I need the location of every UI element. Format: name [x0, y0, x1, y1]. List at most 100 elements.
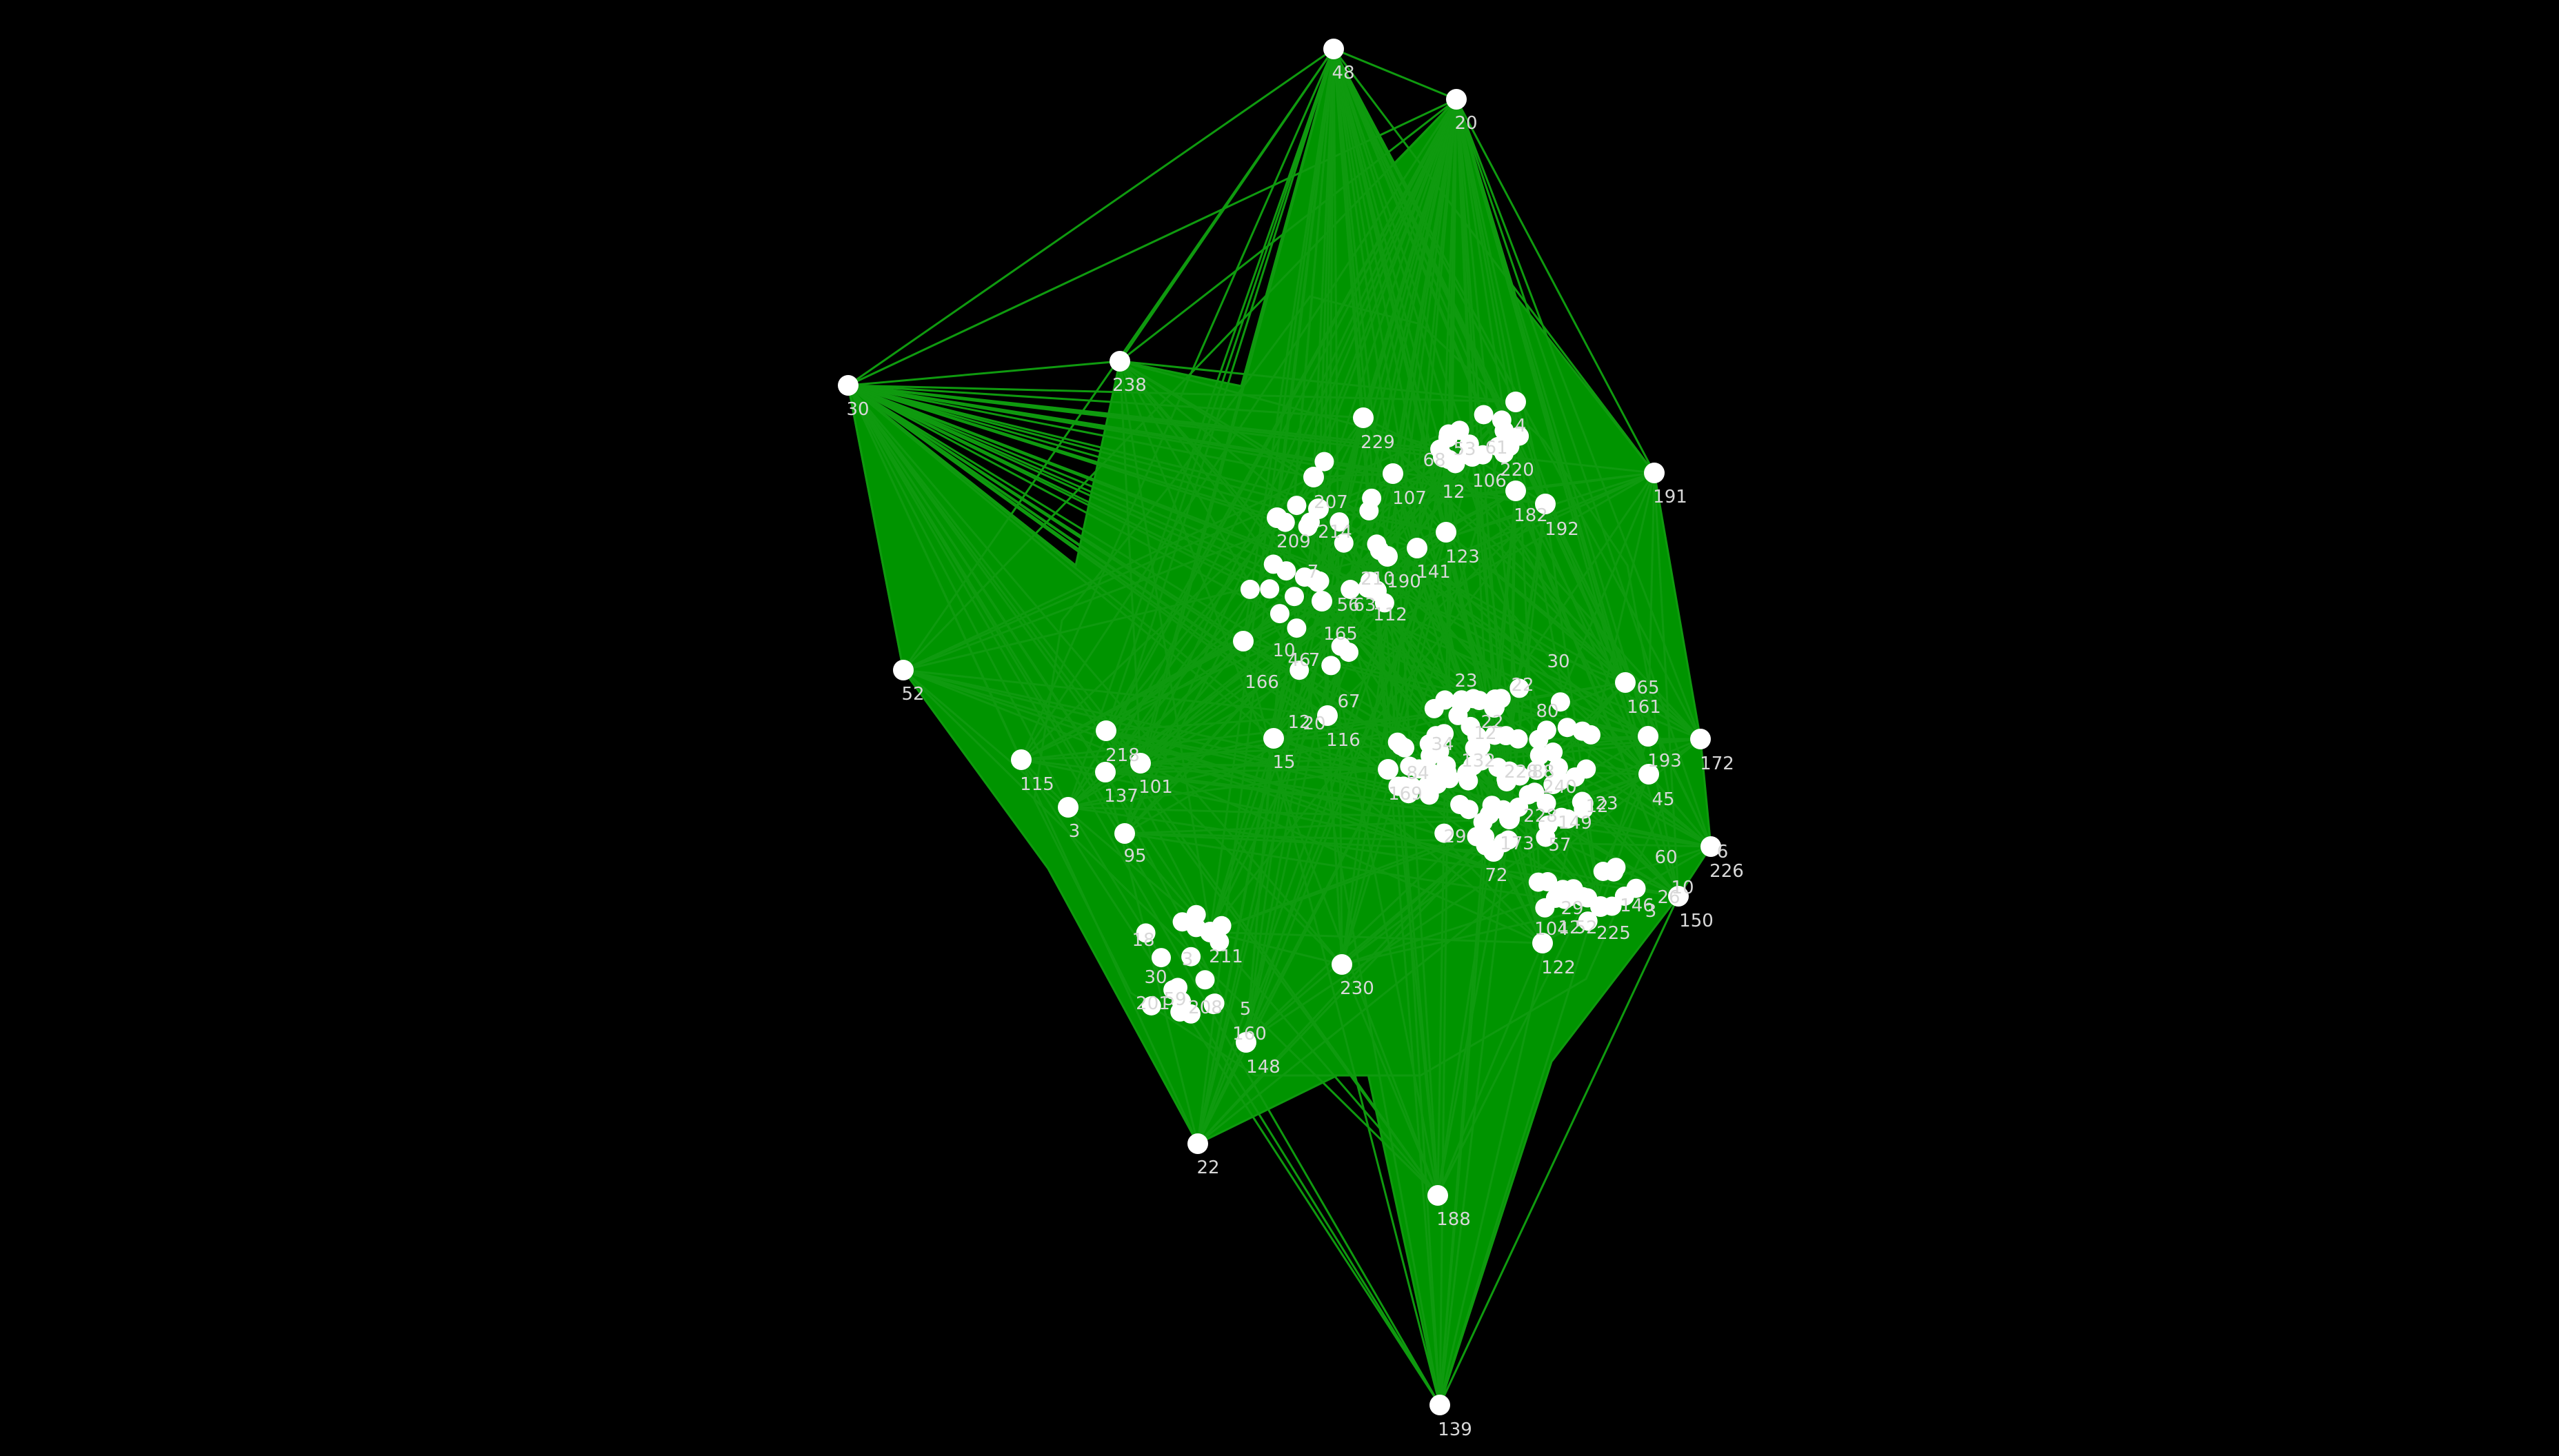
cluster-node-137[interactable]: [1203, 993, 1223, 1013]
cluster-node-121[interactable]: [1181, 947, 1201, 967]
cluster-node-92[interactable]: [1287, 496, 1307, 516]
cluster-node-49[interactable]: [1426, 726, 1446, 746]
node-150[interactable]: [1668, 886, 1689, 907]
cluster-node-66[interactable]: [1465, 738, 1485, 758]
cluster-node-105[interactable]: [1321, 656, 1341, 676]
cluster-node-99[interactable]: [1301, 512, 1320, 532]
cluster-node-118[interactable]: [1285, 587, 1304, 607]
cluster-node-127[interactable]: [1141, 996, 1161, 1015]
cluster-node-116[interactable]: [1260, 579, 1280, 599]
cluster-node-67[interactable]: [1458, 771, 1478, 791]
cluster-node-77[interactable]: [1565, 767, 1585, 787]
cluster-node-15[interactable]: [1461, 716, 1481, 736]
cluster-node-88[interactable]: [1387, 732, 1407, 752]
node-122[interactable]: [1532, 933, 1553, 953]
cluster-node-30[interactable]: [1543, 742, 1563, 762]
cluster-node-84[interactable]: [1388, 776, 1408, 796]
node-139[interactable]: [1429, 1395, 1450, 1415]
cluster-node-41[interactable]: [1459, 800, 1478, 820]
cluster-node-134[interactable]: [1210, 932, 1230, 951]
node-230[interactable]: [1332, 954, 1352, 975]
cluster-node-78[interactable]: [1427, 774, 1447, 794]
cluster-node-89[interactable]: [1424, 698, 1444, 718]
cluster-node-82[interactable]: [1448, 705, 1468, 725]
node-207[interactable]: [1303, 467, 1324, 487]
cluster-node-170[interactable]: [1604, 862, 1624, 882]
cluster-node-158[interactable]: [1578, 911, 1598, 931]
cluster-node-147[interactable]: [1474, 405, 1494, 425]
cluster-node-115[interactable]: [1374, 593, 1394, 613]
cluster-node-129[interactable]: [1195, 970, 1215, 990]
cluster-node-62[interactable]: [1543, 775, 1563, 794]
node-166[interactable]: [1233, 631, 1254, 651]
cluster-node-164[interactable]: [1563, 879, 1583, 899]
cluster-node-80[interactable]: [1421, 746, 1441, 766]
cluster-node-131[interactable]: [1136, 923, 1156, 943]
cluster-node-107[interactable]: [1275, 512, 1295, 532]
node-226[interactable]: [1700, 836, 1721, 857]
node-192[interactable]: [1535, 494, 1556, 514]
cluster-node-110[interactable]: [1359, 501, 1379, 520]
cluster-node-136[interactable]: [1170, 1002, 1190, 1022]
cluster-node-109[interactable]: [1287, 618, 1307, 638]
cluster-node-97[interactable]: [1240, 579, 1260, 599]
cluster-node-86[interactable]: [1400, 756, 1420, 776]
cluster-node-75[interactable]: [1510, 766, 1529, 786]
cluster-node-149[interactable]: [1459, 434, 1479, 454]
cluster-node-81[interactable]: [1558, 809, 1578, 829]
cluster-node-148[interactable]: [1430, 439, 1450, 459]
node-101[interactable]: [1130, 753, 1151, 774]
cluster-node-45[interactable]: [1548, 758, 1568, 778]
cluster-node-70[interactable]: [1402, 777, 1421, 796]
cluster-node-113[interactable]: [1270, 604, 1289, 624]
cluster-node-104[interactable]: [1339, 643, 1358, 663]
cluster-node-117[interactable]: [1334, 533, 1354, 553]
cluster-node-133[interactable]: [1168, 978, 1187, 998]
node-238[interactable]: [1110, 351, 1130, 372]
node-48[interactable]: [1323, 39, 1344, 59]
cluster-node-153[interactable]: [1445, 454, 1465, 474]
cluster-node-64[interactable]: [1496, 726, 1516, 746]
cluster-node-52[interactable]: [1527, 760, 1547, 780]
cluster-node-85[interactable]: [1536, 720, 1556, 740]
cluster-node-112[interactable]: [1276, 561, 1296, 581]
node-172[interactable]: [1690, 729, 1711, 749]
cluster-node-87[interactable]: [1509, 678, 1529, 698]
cluster-node-38[interactable]: [1572, 721, 1592, 741]
cluster-node-73[interactable]: [1479, 805, 1499, 825]
node-30[interactable]: [838, 375, 859, 396]
cluster-node-74[interactable]: [1572, 791, 1592, 811]
node-123[interactable]: [1436, 522, 1456, 543]
cluster-node-93[interactable]: [1314, 452, 1334, 472]
cluster-node-171[interactable]: [1528, 872, 1548, 892]
node-165[interactable]: [1312, 591, 1332, 611]
cluster-node-122[interactable]: [1152, 948, 1171, 968]
cluster-node-151[interactable]: [1473, 445, 1493, 465]
cluster-node-106[interactable]: [1289, 660, 1309, 680]
node-22[interactable]: [1187, 1133, 1208, 1154]
node-95[interactable]: [1114, 823, 1135, 844]
cluster-node-119[interactable]: [1303, 569, 1323, 589]
node-15[interactable]: [1263, 728, 1284, 749]
node-161[interactable]: [1615, 672, 1636, 693]
cluster-node-72[interactable]: [1469, 691, 1489, 711]
cluster-node-167[interactable]: [1626, 878, 1646, 898]
node-188[interactable]: [1427, 1185, 1448, 1206]
cluster-node-150[interactable]: [1494, 421, 1514, 441]
cluster-node-111[interactable]: [1341, 580, 1361, 599]
cluster-node-152[interactable]: [1500, 436, 1520, 456]
cluster-node-39[interactable]: [1485, 689, 1505, 709]
node-191[interactable]: [1644, 463, 1665, 483]
cluster-node-168[interactable]: [1578, 888, 1598, 908]
cluster-node-165[interactable]: [1602, 896, 1622, 916]
cluster-node-102[interactable]: [1367, 534, 1387, 554]
cluster-node-103[interactable]: [1360, 572, 1380, 592]
cluster-node-12[interactable]: [1536, 793, 1556, 813]
cluster-node-44[interactable]: [1476, 836, 1496, 856]
cluster-node-71[interactable]: [1434, 823, 1454, 843]
node-148[interactable]: [1236, 1032, 1256, 1053]
cluster-node-65[interactable]: [1488, 758, 1508, 778]
node-107[interactable]: [1383, 463, 1403, 484]
node-45[interactable]: [1638, 764, 1659, 785]
cluster-node-76[interactable]: [1509, 797, 1529, 817]
